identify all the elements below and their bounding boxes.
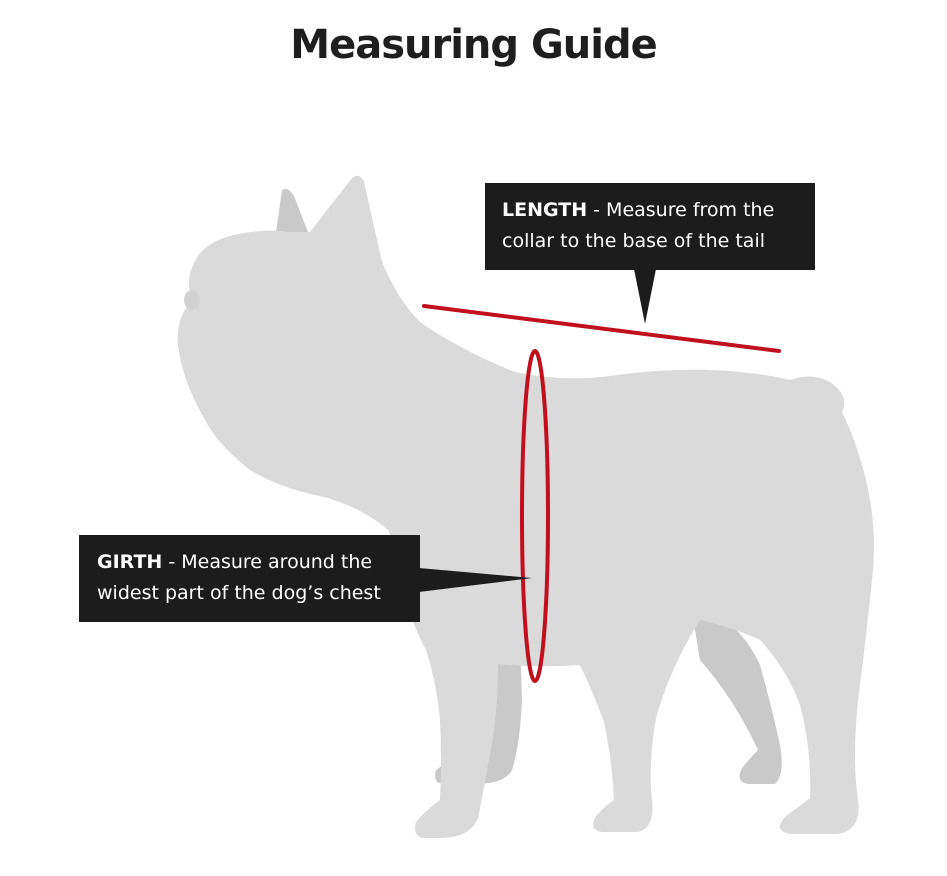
length-measure-line — [422, 304, 781, 353]
girth-term: GIRTH — [97, 551, 163, 573]
dog-far-ear — [276, 188, 308, 232]
length-description-line1: - Measure from the — [587, 199, 775, 221]
length-description-line2: collar to the base of the tail — [502, 230, 766, 252]
length-callout: LENGTH - Measure from the collar to the … — [485, 183, 815, 270]
girth-description-line2: widest part of the dog’s chest — [97, 582, 381, 604]
dog-nose — [184, 290, 200, 310]
dog-far-hind-leg — [690, 600, 782, 784]
girth-callout: GIRTH - Measure around the widest part o… — [79, 535, 420, 622]
girth-callout-pointer — [419, 568, 532, 592]
girth-description-line1: - Measure around the — [162, 551, 373, 573]
length-callout-pointer — [634, 269, 656, 324]
dog-silhouette — [177, 175, 874, 838]
dog-far-front-leg — [435, 640, 522, 784]
page-title: Measuring Guide — [290, 22, 657, 68]
girth-measure-ring — [520, 349, 550, 683]
length-term: LENGTH — [502, 199, 588, 221]
